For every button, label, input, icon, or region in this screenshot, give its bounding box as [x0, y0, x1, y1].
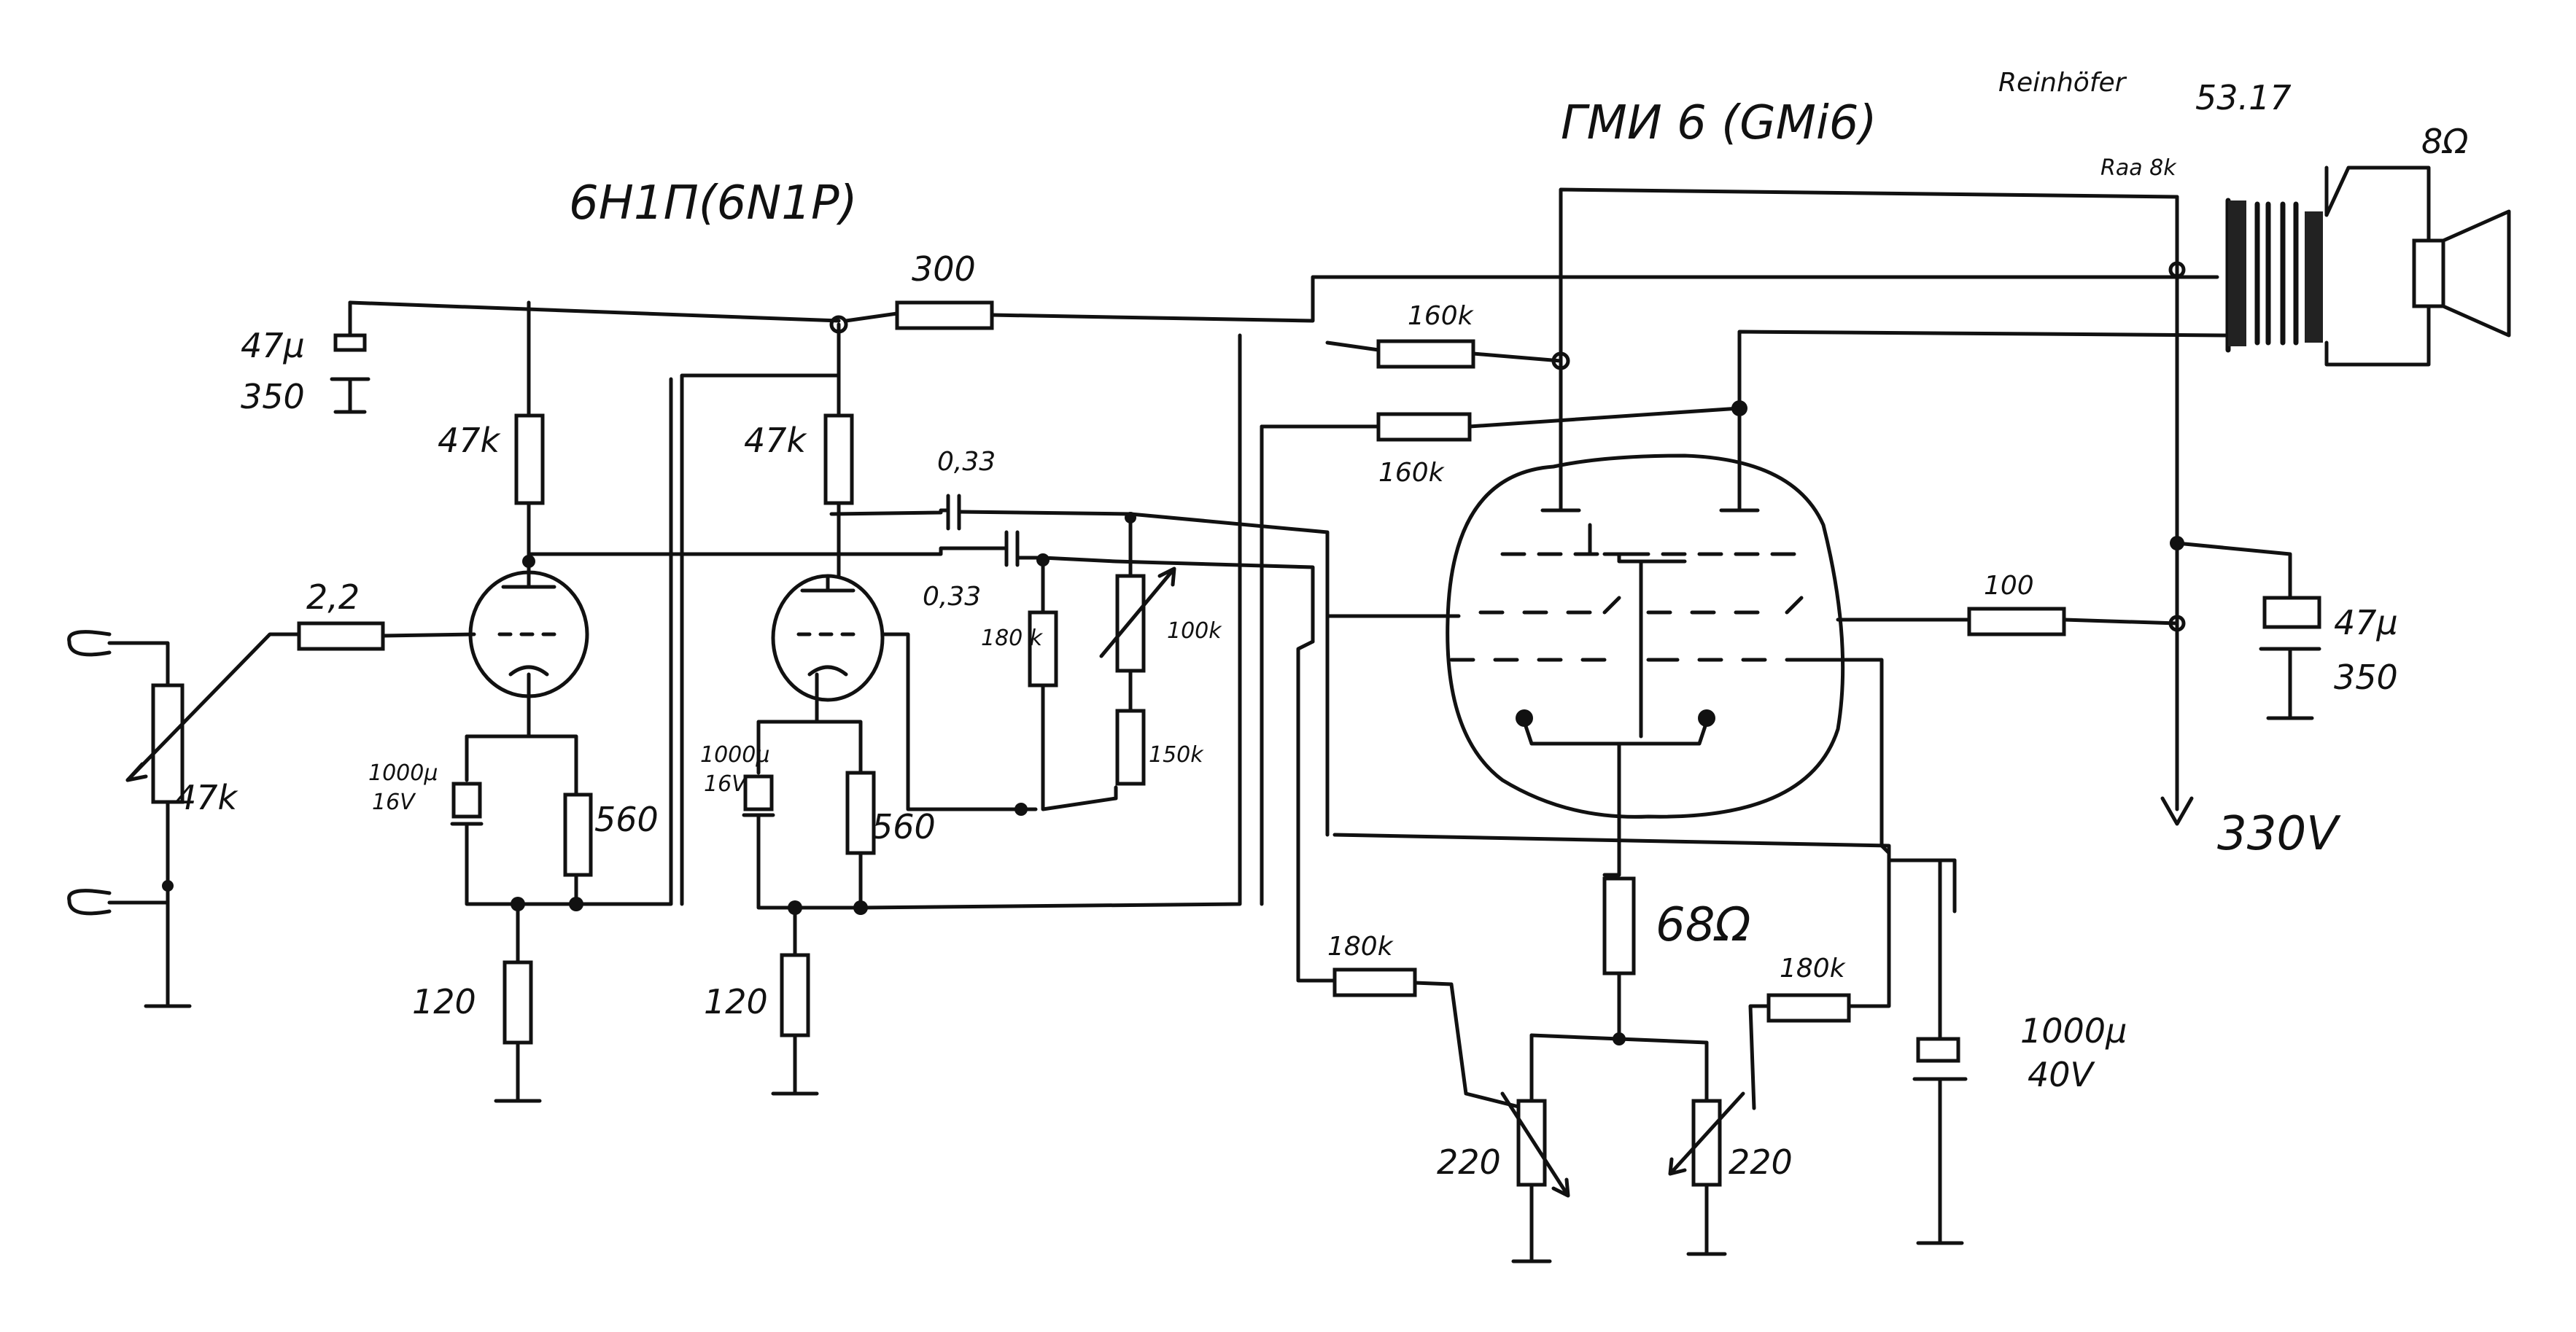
- cap-k1-label: 1000μ: [368, 760, 438, 786]
- drawing-number: 53.17: [2195, 78, 2292, 117]
- input-section: 47k 2,2: [67, 577, 476, 1008]
- r-couple-label: 300: [912, 249, 976, 289]
- triode-1: 1000μ 16V 560 120 47k: [368, 300, 673, 1103]
- r-g2a-label: 160k: [1408, 301, 1475, 331]
- r-plate2-label: 47k: [744, 421, 808, 460]
- screen-resistor-160k-b: [1376, 412, 1472, 442]
- r-k1-label: 560: [594, 800, 659, 839]
- r-g2b-label: 160k: [1378, 458, 1446, 488]
- r-grid2-label: 180 k: [981, 626, 1044, 651]
- potentiometer-wiper: [125, 632, 301, 782]
- bias-network: 180k 180k 68Ω 220 220 1000μ 40V: [1296, 639, 2127, 1263]
- supply-arrow: [2160, 796, 2194, 826]
- r-k1b-label: 120: [412, 982, 476, 1021]
- screen-resistor-160k-a: [1376, 339, 1475, 369]
- cap-filter1-voltage: 350: [241, 377, 305, 416]
- cathode-resistor-2: [845, 771, 876, 855]
- transformer-label: Raa 8k: [2100, 155, 2177, 181]
- speaker-magnet: [2412, 238, 2445, 308]
- supply-voltage-label: 330V: [2217, 807, 2341, 861]
- r-fb-label: 150k: [1149, 742, 1204, 768]
- cathode-resistor-1: [563, 792, 593, 877]
- cap-filter2-label: 47μ: [2334, 603, 2398, 642]
- plate-resistor-2: [823, 413, 854, 505]
- transformer-secondary: [2305, 211, 2323, 343]
- grid-stopper-100: [1967, 607, 2066, 636]
- input-potentiometer: [151, 683, 185, 804]
- cap-cath-label: 1000μ: [2020, 1011, 2127, 1051]
- filter-cap-2: [2262, 596, 2321, 629]
- feedback-resistor-150k: [1115, 709, 1146, 786]
- bias-resistor-180k-a: [1332, 967, 1417, 997]
- cap-filter2-voltage: 350: [2334, 658, 2398, 697]
- output-tube-envelope: [1446, 453, 1845, 819]
- r-k2b-label: 120: [704, 982, 768, 1021]
- pot-fb-label: 100k: [1167, 618, 1222, 644]
- cap-filter1-label: 47μ: [241, 326, 305, 365]
- cap-k1-voltage: 16V: [372, 790, 416, 815]
- cap-k2-voltage: 16V: [704, 771, 748, 797]
- output-tube: [1325, 187, 2230, 877]
- r-cath-label: 68Ω: [1656, 898, 1750, 952]
- grid-resistor-180k: [1028, 610, 1058, 688]
- r-k2-label: 560: [872, 807, 936, 846]
- speaker-label: 8Ω: [2421, 122, 2468, 161]
- b-plus-rail: 47μ 350 300: [241, 249, 2219, 906]
- cap-cath-voltage: 40V: [2028, 1055, 2096, 1094]
- pot-bias2-label: 220: [1729, 1142, 1793, 1182]
- cap-k2-label: 1000μ: [700, 742, 769, 768]
- coupling-network: 0,33 0,33 180 k 100k 150k: [527, 447, 1330, 816]
- r-bias2-label: 180k: [1780, 954, 1847, 984]
- r-plate1-label: 47k: [438, 421, 502, 460]
- triode-2: 47k 1000μ 16V 560 120: [700, 330, 1242, 1096]
- pot-in-label: 47k: [175, 778, 239, 817]
- bias-resistor-180k-b: [1766, 993, 1851, 1023]
- cathode-resistor-1b: [503, 960, 533, 1045]
- plate-resistor-1: [514, 413, 545, 505]
- output-transformer: Raa 8k 8Ω: [2100, 122, 2511, 367]
- triode-2-envelope: [771, 574, 885, 702]
- tube2-title: ГМИ 6 (GMi6): [1561, 96, 1877, 150]
- cathode-cap-2: [743, 774, 774, 811]
- speaker-cone: [2441, 209, 2511, 338]
- cap-c1-label: 0,33: [937, 447, 996, 477]
- tube1-title: 6H1П(6N1P): [569, 176, 858, 230]
- grid-resistor-label: 2,2: [306, 577, 360, 617]
- filter-cap-1-top: [333, 333, 367, 352]
- cap-c2-label: 0,33: [923, 582, 981, 612]
- r-bias1-label: 180k: [1327, 932, 1394, 962]
- bias-potentiometer-220-b: [1691, 1099, 1722, 1187]
- cathode-resistor-2b: [780, 953, 810, 1037]
- input-jack-ground: [67, 889, 112, 916]
- cathode-bypass-cap: [1916, 1037, 1960, 1063]
- coupling-resistor-300: [895, 300, 994, 330]
- input-jack-hot: [67, 630, 112, 657]
- grid-resistor: [297, 621, 385, 651]
- bias-potentiometer-220-a: [1516, 1099, 1547, 1187]
- supply-section: 330V 47μ 350: [2160, 195, 2398, 861]
- cathode-resistor-68: [1602, 876, 1636, 975]
- r-g2c-label: 100: [1984, 571, 2034, 601]
- screen-grid-network: 160k 160k 100: [1260, 301, 2179, 906]
- pot-bias1-label: 220: [1437, 1142, 1501, 1182]
- transformer-primary: [2228, 200, 2246, 346]
- cathode-cap-1: [451, 782, 482, 819]
- author-signature: Reinhöfer: [1998, 68, 2127, 98]
